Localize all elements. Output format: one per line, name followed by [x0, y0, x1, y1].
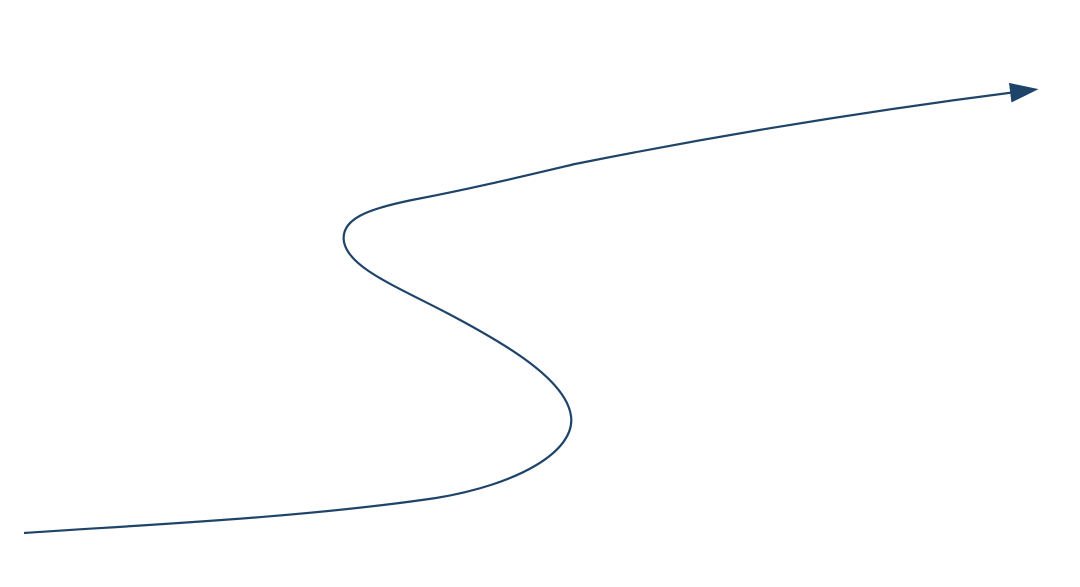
timeline-path [23, 82, 1039, 535]
